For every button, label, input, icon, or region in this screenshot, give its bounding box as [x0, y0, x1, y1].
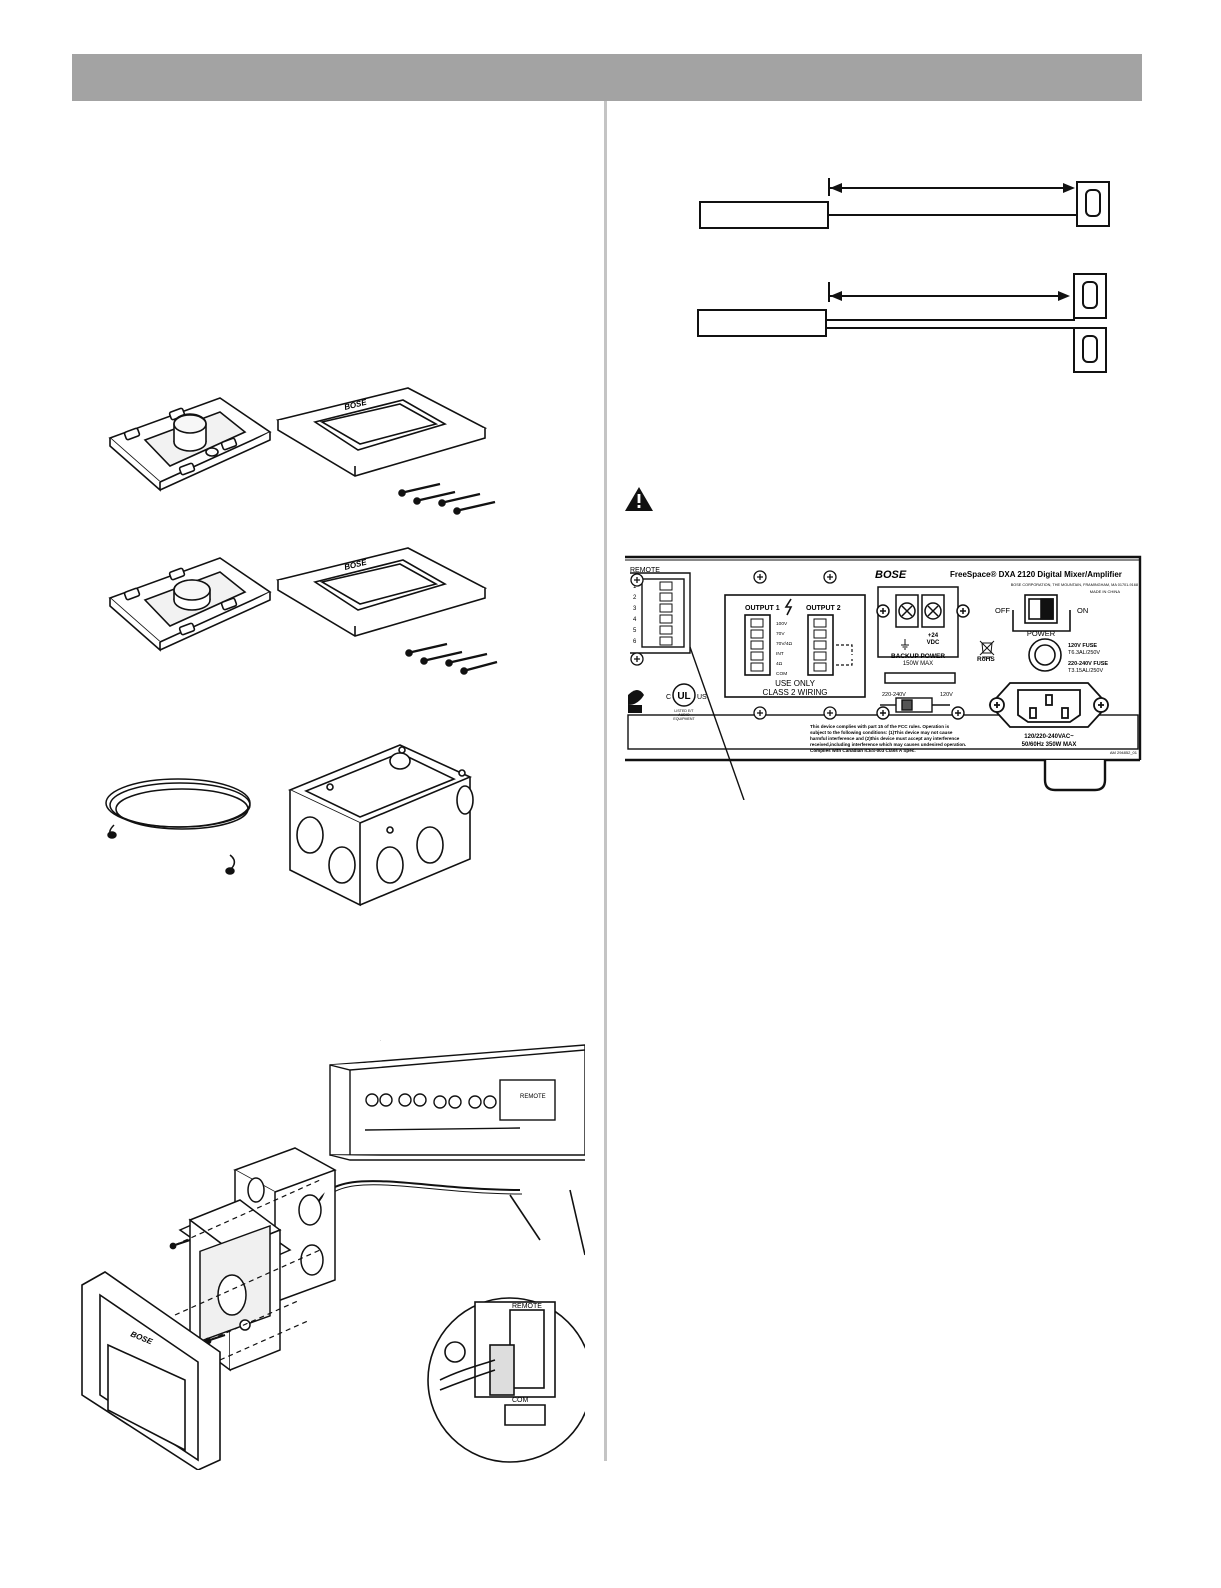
- ul-listed: LISTED E/T: [674, 709, 694, 713]
- part-number: AM 294852_01: [1110, 750, 1138, 755]
- ul-audio: AUDIO: [678, 713, 690, 717]
- zoom-com-label: COM: [512, 1397, 529, 1404]
- output-value-label: COM: [776, 671, 787, 677]
- fcc-line: Complies with Canadian ICES-003 Class A …: [810, 748, 916, 753]
- panel-model: FreeSpace® DXA 2120 Digital Mixer/Amplif…: [950, 570, 1122, 579]
- remote-pin-label: 5: [633, 628, 637, 634]
- amplifier-block-icon-2: [697, 309, 827, 337]
- ul-us: US: [697, 694, 707, 701]
- remote-terminal-block: [630, 572, 691, 654]
- ul-mark-icon: [672, 683, 696, 707]
- cover-plate-icon: [81, 1271, 221, 1470]
- output2-label: OUTPUT 2: [806, 605, 841, 612]
- output1-label: OUTPUT 1: [745, 605, 780, 612]
- mounting-frame-icon: [178, 1199, 292, 1372]
- ul-text: UL: [677, 691, 690, 702]
- terminal-zoom-callout: [427, 1189, 585, 1463]
- class2-label: CLASS 2 WIRING: [763, 688, 828, 697]
- zoom-remote-label: REMOTE: [512, 1303, 542, 1310]
- remote-pin-label: 1: [633, 584, 637, 590]
- ground-symbol-icon: [901, 639, 909, 650]
- fcc-line: This device complies with part 15 of the…: [810, 724, 950, 729]
- voltage-220-label: 220-240V: [882, 692, 906, 698]
- panel-brand: BOSE: [875, 569, 907, 581]
- safety-logo-icon: [628, 690, 644, 713]
- remote-label: REMOTE: [630, 567, 660, 574]
- panel-address: BOSE CORPORATION, THE MOUNTAIN, FRAMINGH…: [1011, 583, 1138, 587]
- output-value-label: 70V/4Ω: [776, 641, 793, 647]
- cable-coil-icon: [105, 778, 251, 875]
- kit-volume-control-illustration-2: BOSE: [108, 547, 498, 675]
- remote-pin-list: 1 2 3 4 5 6: [633, 581, 673, 646]
- fcc-line: harmful interference and (2)this device …: [810, 736, 960, 741]
- remote-pin-label: 4: [633, 617, 637, 623]
- on-label: ON: [1077, 606, 1088, 615]
- remote-pin-label: 2: [633, 595, 637, 601]
- amplifier-unit-icon: [329, 1040, 585, 1161]
- electrical-box-icon: [288, 744, 474, 907]
- remote-pin-terminal: [659, 614, 673, 624]
- fuse2-a: 220-240V FUSE: [1068, 661, 1108, 667]
- kit-volume-control-illustration: BOSE: [108, 387, 496, 515]
- backup-max-label: 150W MAX: [903, 661, 933, 667]
- fuse-holder-icon: [1028, 638, 1062, 672]
- fcc-line: received,including interference which ma…: [810, 742, 966, 747]
- remote-pin-label: 3: [633, 606, 637, 612]
- remote-callout-line: [689, 646, 745, 800]
- amp-remote-label: REMOTE: [520, 1094, 546, 1100]
- output-value-label: INT: [776, 651, 784, 657]
- off-label: OFF: [995, 606, 1010, 615]
- backup-vdc-line: +24: [928, 633, 939, 639]
- output-value-list: 100V 70V 70V/4Ω INT 4Ω COM: [776, 621, 793, 677]
- remote-pin-terminal: [659, 581, 673, 591]
- amplifier-rear-panel: REMOTE 1 2 3 4 5 6 OUTPUT 1 OUTPUT 2 100V 70V 7…: [625, 555, 1142, 800]
- cable-and-electrical-box-illustration: [105, 744, 474, 907]
- ul-c: C: [666, 694, 671, 701]
- use-only-label: USE ONLY: [775, 679, 816, 688]
- fcc-line: subject to the following conditions: (1)…: [810, 730, 953, 735]
- output-value-label: 100V: [776, 621, 788, 627]
- voltage-120-label: 120V: [940, 692, 953, 698]
- connection-cable-icon: [314, 1180, 521, 1211]
- mains-a: 120/220-240VAC~: [1024, 734, 1074, 740]
- ul-equipment: EQUIPMENT: [673, 717, 695, 721]
- fuse2-b: T3.15AL/250V: [1068, 668, 1103, 674]
- remote-pin-terminal: [659, 636, 673, 646]
- panel-made-in: MADE IN CHINA: [1090, 589, 1121, 594]
- rohs-label: RoHS: [977, 656, 995, 663]
- remote-pin-label: 6: [633, 639, 637, 645]
- voltage-selector-icon: [876, 697, 965, 720]
- output-value-label: 70V: [776, 631, 785, 637]
- mains-b: 50/60Hz 350W MAX: [1022, 742, 1077, 748]
- output-value-label: 4Ω: [776, 661, 783, 667]
- remote-pin-terminal: [659, 625, 673, 635]
- iec-inlet-icon: [988, 682, 1110, 728]
- fcc-statement: This device complies with part 15 of the…: [810, 724, 966, 753]
- section-header-bar: [72, 54, 1142, 101]
- output-terminal-block: [724, 594, 866, 698]
- power-switch-icon: [1012, 594, 1071, 632]
- weee-bin-icon: [979, 640, 995, 658]
- power-label: POWER: [1027, 629, 1056, 638]
- remote-pin-terminal: [659, 603, 673, 613]
- fuse1-b: T6.3AL/250V: [1068, 650, 1100, 656]
- backup-vdc-line: VDC: [927, 640, 940, 646]
- amplifier-block-icon: [699, 201, 829, 229]
- wiring-run-diagram: [697, 178, 1110, 373]
- rubber-foot-icon: [1043, 760, 1107, 792]
- column-divider: [604, 101, 607, 1461]
- installation-exploded-view: REMOTE BOSE: [81, 1040, 585, 1470]
- warning-triangle-icon: [625, 487, 653, 511]
- remote-pin-terminal: [659, 592, 673, 602]
- fuse1-a: 120V FUSE: [1068, 643, 1097, 649]
- backup-power-block: [876, 586, 970, 684]
- lightning-hazard-icon: [784, 598, 793, 616]
- backup-power-label: BACKUP POWER: [891, 653, 945, 660]
